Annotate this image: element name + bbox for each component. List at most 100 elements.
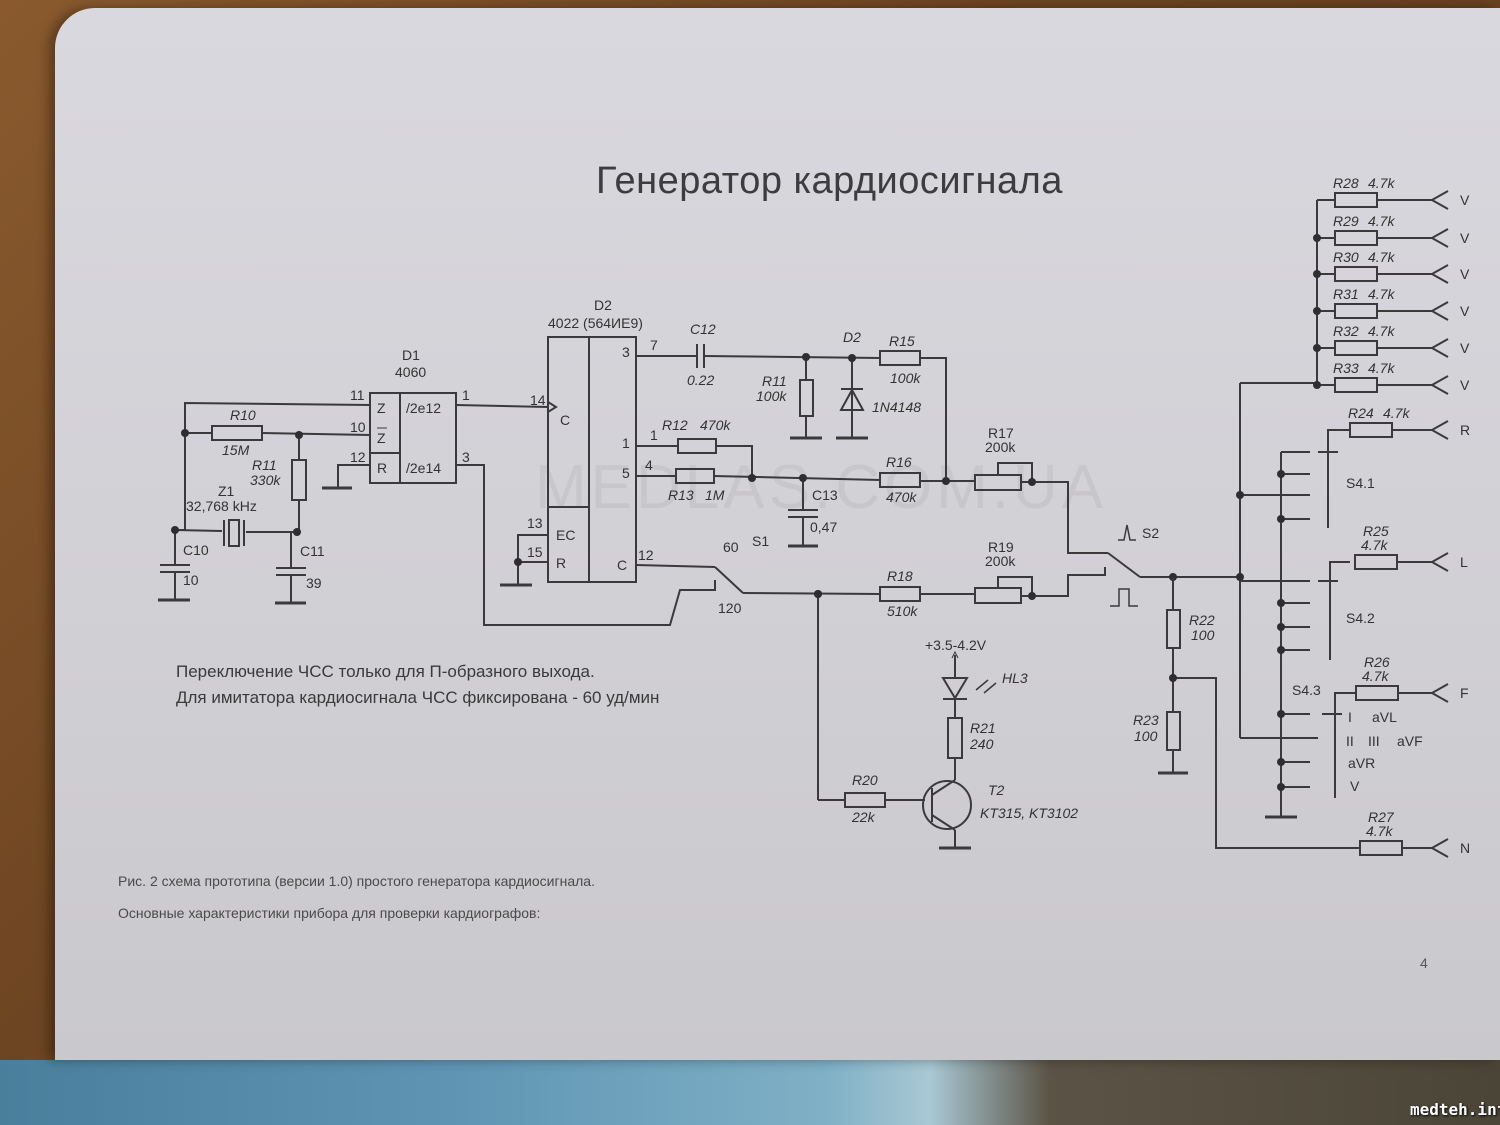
d2-ref: D2: [594, 297, 612, 313]
z1-value: 32,768 kHz: [186, 498, 257, 514]
c10-ref: C10: [183, 542, 209, 558]
electrode-connector-icon: [1429, 552, 1449, 572]
d2-r: R: [556, 555, 566, 571]
r23-value: 100: [1134, 728, 1158, 744]
r22-value: 100: [1191, 627, 1215, 643]
r32-resistor: [1334, 340, 1378, 356]
r11a-ref: R11: [252, 457, 277, 473]
lead-label-r30: V: [1460, 266, 1470, 282]
d1-r: R: [377, 460, 387, 476]
s4-pos-avl: aVL: [1372, 709, 1397, 725]
lead-label-r24: R: [1460, 422, 1470, 438]
rate-switch-network: 60 S1 120 R18 510k R19 200k: [635, 533, 1106, 619]
r12-value: 470k: [700, 417, 731, 433]
electrode-connector-icon: [1429, 683, 1449, 703]
r19-ref: R19: [988, 539, 1014, 555]
d1-part: 4060: [395, 364, 426, 380]
r10-ref: R10: [230, 407, 256, 423]
r26-value: 4.7k: [1362, 668, 1389, 684]
d1-o14: /2e14: [406, 460, 441, 476]
lead-selector: S4.1 S4.2 S4.3 I aVL II III aVF aVR V: [1236, 200, 1423, 819]
r18-value: 510k: [887, 603, 918, 619]
s4-pos-ii: II: [1346, 733, 1354, 749]
lead-label-r32: V: [1460, 340, 1470, 356]
d1-pin3: 3: [462, 449, 470, 465]
d1-pin1: 1: [462, 387, 470, 403]
r29-value: 4.7k: [1368, 213, 1395, 229]
r16-ref: R16: [886, 454, 912, 470]
r30-value: 4.7k: [1368, 249, 1395, 265]
s2-ref: S2: [1142, 525, 1159, 541]
lead-label-r26: F: [1460, 685, 1469, 701]
r24-value: 4.7k: [1383, 405, 1410, 421]
lead-label-r28: V: [1460, 192, 1470, 208]
t2-value: KT315, KT3102: [980, 805, 1078, 821]
r26-ref: R26: [1364, 654, 1390, 670]
r13-ref: R13: [668, 487, 694, 503]
electrode-connector-icon: [1429, 301, 1449, 321]
r18-ref: R18: [887, 568, 913, 584]
shaping-network: R12 470k R13 1M C13 0,47 R16 470k R17 20…: [636, 417, 1108, 554]
s43-label: S4.3: [1292, 682, 1321, 698]
differentiator-network: C12 0.22 R11 100k D2 1N4148 R15 100k: [636, 321, 947, 482]
s41-label: S4.1: [1346, 475, 1375, 491]
d1-ref: D1: [402, 347, 420, 363]
s4-pos-iii: III: [1368, 733, 1380, 749]
r11a-value: 330k: [250, 472, 281, 488]
lead-label-r33: V: [1460, 377, 1470, 393]
r24-resistor: [1349, 422, 1393, 438]
d2-diode-ref: D2: [843, 329, 861, 345]
r20-ref: R20: [852, 772, 878, 788]
r23-ref: R23: [1133, 712, 1159, 728]
r30-junction: [1313, 270, 1321, 278]
r32-junction: [1313, 344, 1321, 352]
s42-label: S4.2: [1346, 610, 1375, 626]
electrode-connector-icon: [1429, 420, 1449, 440]
d1-pin12: 12: [350, 449, 366, 465]
chip-d2: D2 4022 (564ИЕ9) C EC R C 14 3 7 1 1 5 4…: [500, 297, 658, 587]
electrode-connector-icon: [1429, 838, 1449, 858]
c13-ref: C13: [812, 487, 838, 503]
d2-pin13: 13: [527, 515, 543, 531]
r33-resistor: [1334, 377, 1378, 393]
lead-label-r31: V: [1460, 303, 1470, 319]
r31-value: 4.7k: [1368, 286, 1395, 302]
r27-resistor: [1359, 840, 1403, 856]
c11-ref: C11: [300, 543, 325, 559]
d2-diode-value: 1N4148: [872, 399, 921, 415]
d2-ec: EC: [556, 527, 575, 543]
r31-resistor: [1334, 303, 1378, 319]
led-indicator: +3.5-4.2V HL3 R21 240 R20 22k T2 KT315, …: [814, 590, 1078, 850]
s1-pos-120: 120: [718, 600, 742, 616]
r11b-ref: R11: [762, 373, 787, 389]
oscillator-network: R10 15M R11 330k Z1 32,768 kHz C10 10 C1…: [158, 401, 371, 605]
page-number: 4: [1420, 955, 1428, 971]
r33-junction: [1313, 381, 1321, 389]
d2-pin5: 5: [622, 465, 630, 481]
s4-pos-v: V: [1350, 778, 1360, 794]
d2-pin14: 14: [530, 392, 546, 408]
d2-c: C: [560, 412, 570, 428]
z1-ref: Z1: [218, 483, 235, 499]
c12-ref: C12: [690, 321, 716, 337]
subheading: Основные характеристики прибора для пров…: [118, 905, 541, 921]
r17-ref: R17: [988, 425, 1014, 441]
page-title: Генератор кардиосигнала: [596, 160, 1063, 202]
r29-ref: R29: [1333, 213, 1359, 229]
d2-pin4: 4: [645, 457, 653, 473]
r29-junction: [1313, 234, 1321, 242]
c10-value: 10: [183, 572, 199, 588]
fabric-edge: [0, 1060, 1500, 1125]
d2-part: 4022 (564ИЕ9): [548, 315, 643, 331]
r31-junction: [1313, 307, 1321, 315]
r33-value: 4.7k: [1368, 360, 1395, 376]
r28-value: 4.7k: [1368, 175, 1395, 191]
r32-value: 4.7k: [1368, 323, 1395, 339]
d1-zbar: Z: [377, 430, 386, 446]
r21-ref: R21: [970, 720, 996, 736]
electrode-connector-icon: [1429, 190, 1449, 210]
watermark-text: MEDLAS.COM.UA: [535, 453, 1108, 522]
r15-value: 100k: [890, 370, 921, 386]
